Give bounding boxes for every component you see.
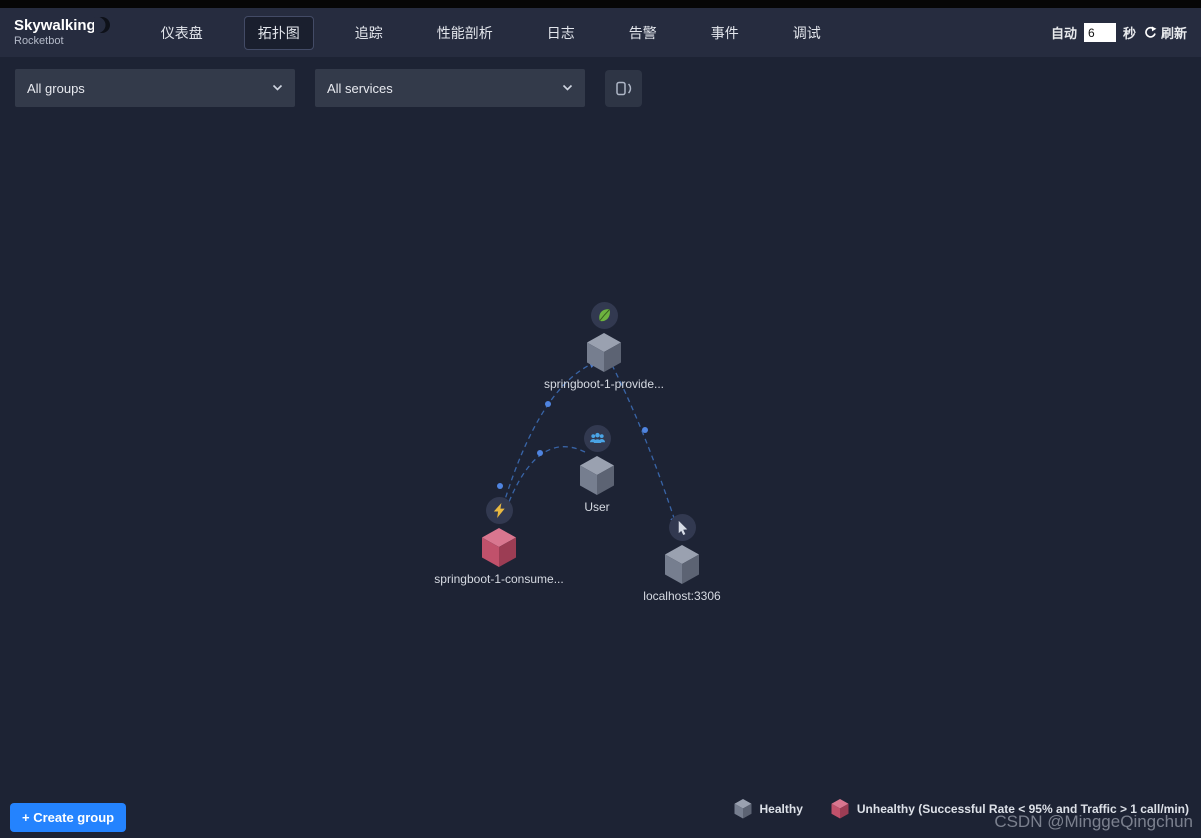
chevron-down-icon (272, 84, 283, 91)
healthy-cube-icon (580, 456, 614, 495)
node-label: springboot-1-consume... (434, 572, 564, 586)
legend: Healthy Unhealthy (Successful Rate < 95%… (732, 798, 1189, 820)
refresh-label: 刷新 (1160, 26, 1187, 41)
legend-healthy: Healthy (732, 798, 803, 820)
edge-provider-db (611, 364, 678, 526)
legend-healthy-label: Healthy (759, 802, 803, 816)
node-springboot-provider[interactable]: springboot-1-provide... (529, 302, 679, 391)
legend-unhealthy: Unhealthy (Successful Rate < 95% and Tra… (829, 798, 1189, 820)
topology-toolbar: All groups All services (0, 57, 1201, 119)
services-select-value: All services (327, 80, 393, 96)
nav-item-log[interactable]: 日志 (546, 24, 575, 41)
logo-subtitle: Rocketbot (14, 34, 64, 47)
nav-item-profile[interactable]: 性能剖析 (436, 24, 493, 41)
nav-item-dashboard[interactable]: 仪表盘 (160, 24, 203, 41)
nav-item-debug[interactable]: 调试 (792, 24, 821, 41)
lightning-icon (485, 497, 513, 524)
depth-button[interactable] (605, 69, 642, 107)
nav-item-topology[interactable]: 拓扑图 (243, 15, 314, 50)
refresh-icon (1145, 25, 1157, 38)
nav-item-alarm[interactable]: 告警 (628, 24, 657, 41)
auto-refresh-label: 自动 (1050, 26, 1077, 41)
unhealthy-cube-icon (482, 528, 516, 567)
healthy-cube-icon (665, 545, 699, 584)
refresh-controls: 自动 秒 刷新 (1051, 23, 1187, 42)
nav-item-event[interactable]: 事件 (710, 24, 739, 41)
node-label: springboot-1-provide... (543, 377, 665, 391)
depth-icon (615, 81, 631, 95)
window-top-strip (0, 0, 1201, 8)
services-select[interactable]: All services (315, 69, 585, 107)
groups-select-value: All groups (27, 80, 85, 96)
app-logo[interactable]: Skywalking Rocketbot (14, 17, 110, 47)
users-icon (583, 425, 611, 452)
node-database[interactable]: localhost:3306 (607, 514, 757, 603)
seconds-label: 秒 (1122, 26, 1136, 41)
edge-traffic-dots (497, 401, 648, 489)
healthy-cube-icon (587, 333, 621, 372)
logo-swoosh-icon (93, 17, 110, 34)
cursor-icon (668, 514, 696, 541)
node-springboot-consumer[interactable]: springboot-1-consume... (424, 497, 574, 586)
create-group-button[interactable]: + Create group (10, 803, 127, 832)
node-user[interactable]: User (522, 425, 672, 514)
spring-leaf-icon (590, 302, 618, 329)
main-nav: 仪表盘 拓扑图 追踪 性能剖析 日志 告警 事件 调试 (148, 15, 834, 50)
chevron-down-icon (562, 84, 573, 91)
edge-consumer-provider (502, 360, 598, 507)
refresh-interval-input[interactable] (1083, 23, 1116, 42)
groups-select[interactable]: All groups (15, 69, 295, 107)
healthy-cube-icon (734, 799, 752, 819)
node-label: localhost:3306 (643, 589, 721, 603)
legend-unhealthy-label: Unhealthy (Successful Rate < 95% and Tra… (856, 802, 1189, 816)
refresh-button[interactable]: 刷新 (1143, 23, 1187, 42)
logo-title: Skywalking (14, 17, 96, 35)
unhealthy-cube-icon (831, 799, 849, 819)
navbar: Skywalking Rocketbot 仪表盘 拓扑图 追踪 性能剖析 日志 … (0, 8, 1201, 57)
node-label: User (584, 500, 610, 514)
nav-item-trace[interactable]: 追踪 (354, 24, 383, 41)
